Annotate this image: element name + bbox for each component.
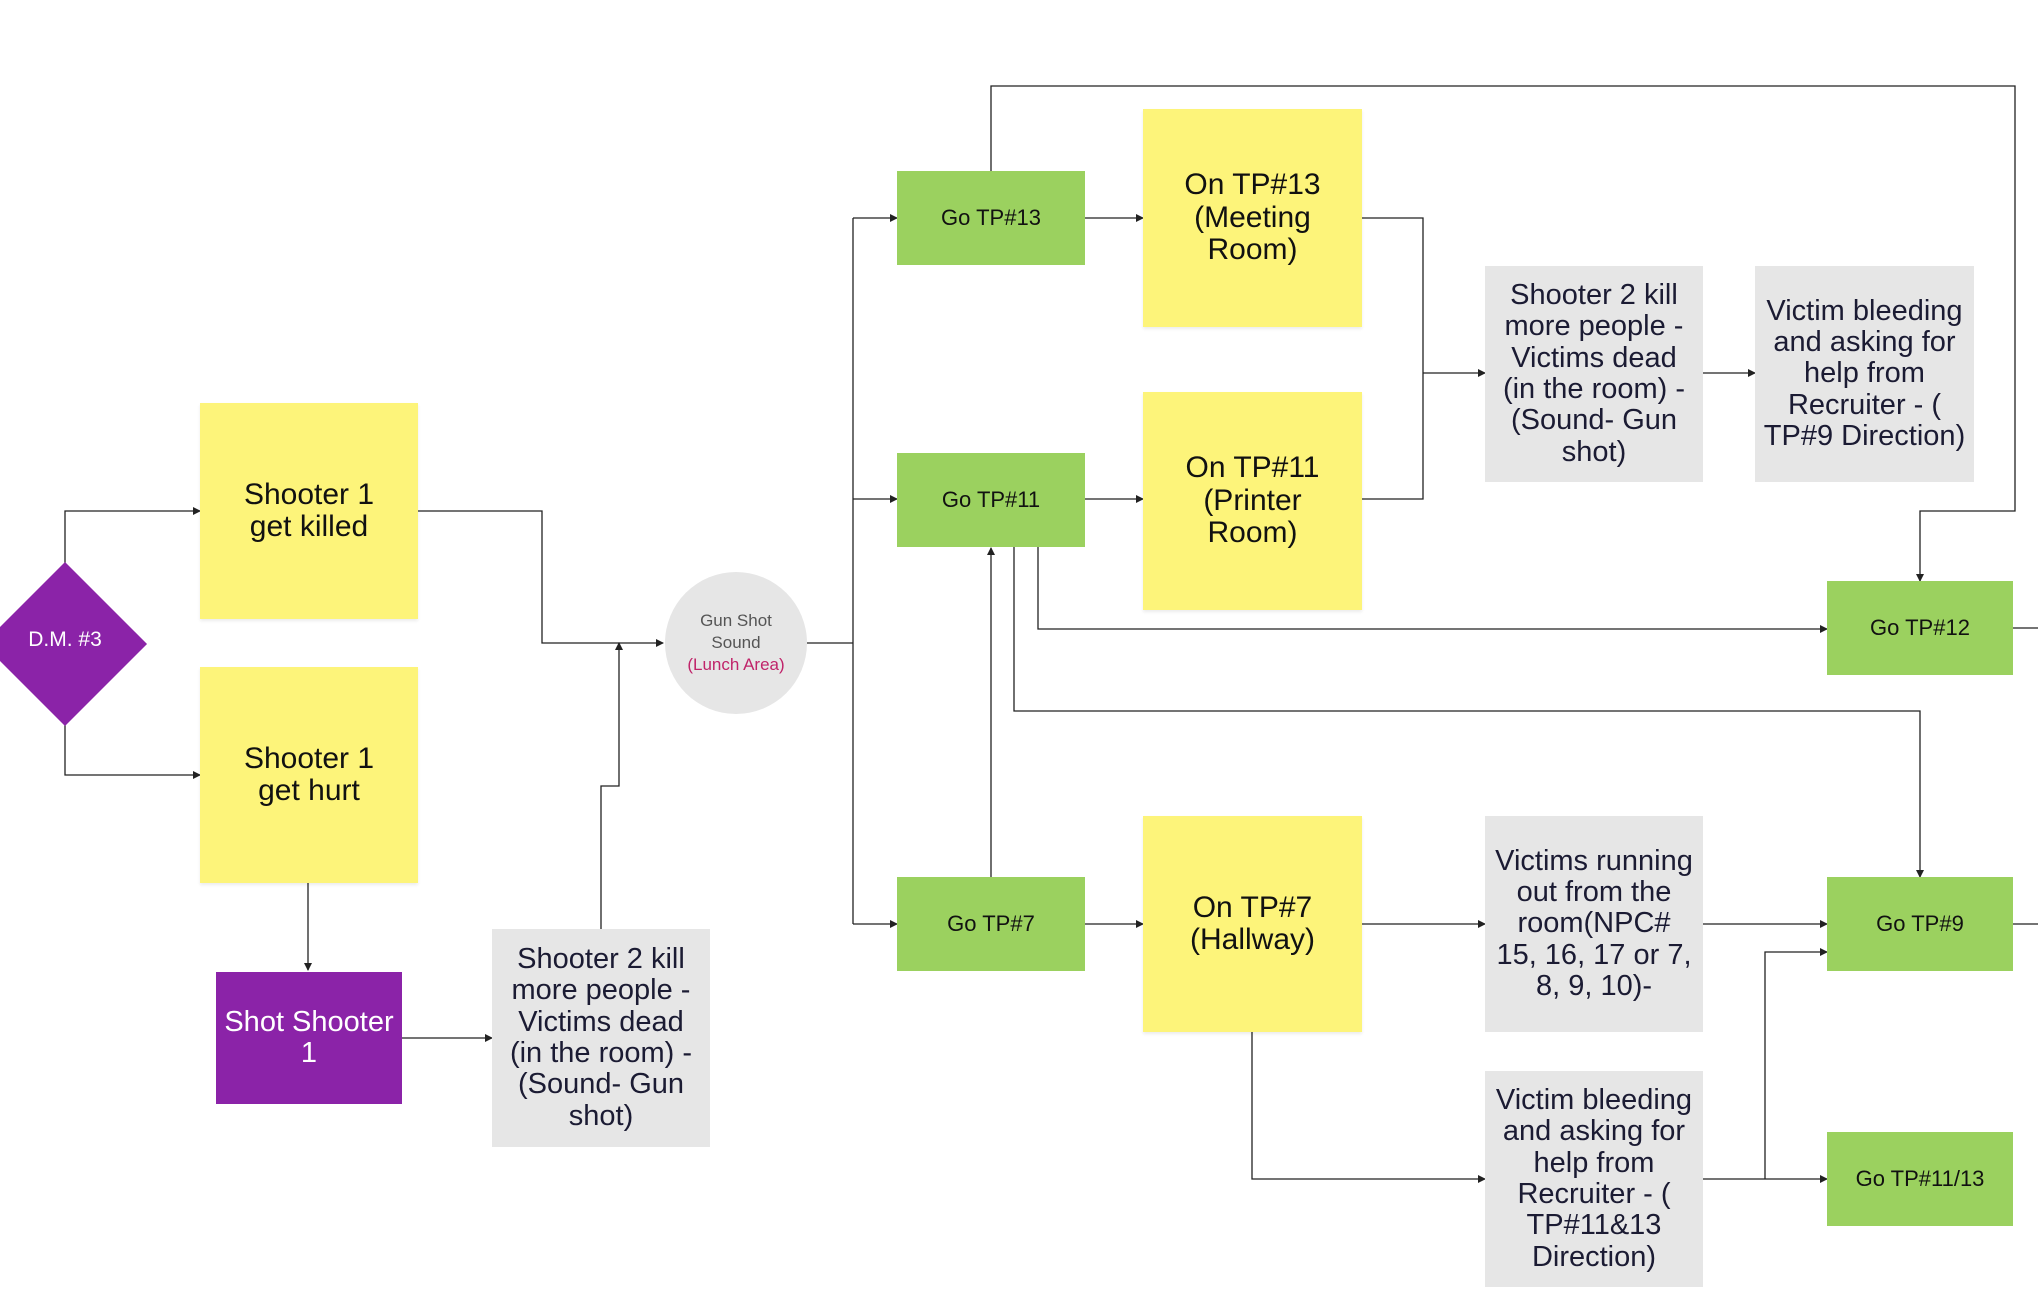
on-tp13-note[interactable]: On TP#13 (Meeting Room): [1143, 109, 1362, 327]
shooter1-hurt-note[interactable]: Shooter 1 get hurt: [200, 667, 418, 883]
box-text: Victim bleeding and asking for help from…: [1495, 1084, 1693, 1273]
go-tp7-box[interactable]: Go TP#7: [897, 877, 1085, 971]
edge-on7-to-bleeding2: [1251, 1032, 1486, 1183]
go-tp12-box[interactable]: Go TP#12: [1827, 581, 2013, 675]
edge-decision-to-hurt: [64, 725, 201, 779]
gunshot-location: (Lunch Area): [687, 655, 785, 675]
box-text: Go TP#9: [1876, 911, 1964, 937]
note-text: Shooter 1 get killed: [243, 477, 375, 543]
on-tp11-note[interactable]: On TP#11 (Printer Room): [1143, 392, 1362, 610]
box-text: Go TP#7: [947, 911, 1035, 937]
edge-on13-to-merge: [1362, 217, 1424, 500]
note-text: On TP#7 (Hallway): [1189, 890, 1315, 956]
edge-killed-to-gunshot: [418, 510, 664, 647]
note-text: Shooter 1 get hurt: [243, 741, 375, 807]
go-tp11-box[interactable]: Go TP#11: [897, 453, 1085, 547]
edge-tp11-to-tp9: [1013, 546, 1924, 878]
shooter2-kill-right-box[interactable]: Shooter 2 kill more people - Victims dea…: [1485, 266, 1703, 482]
box-text: Shooter 2 kill more people - Victims dea…: [1502, 279, 1686, 468]
edge-bleeding2-to-tp9: [1764, 948, 1828, 1179]
shot-shooter1-box[interactable]: Shot Shooter 1: [216, 972, 402, 1104]
box-text: Go TP#12: [1870, 615, 1970, 641]
victim-bleeding-tp9-box[interactable]: Victim bleeding and asking for help from…: [1755, 266, 1974, 482]
go-tp13-box[interactable]: Go TP#13: [897, 171, 1085, 265]
shooter2-kill-left-box[interactable]: Shooter 2 kill more people - Victims dea…: [492, 929, 710, 1147]
edge-shooter2-to-gunshot: [600, 642, 623, 929]
box-text: Victim bleeding and asking for help from…: [1763, 294, 1966, 452]
box-text: Shooter 2 kill more people - Victims dea…: [509, 943, 693, 1132]
box-text: Victims running out from the room(NPC# 1…: [1495, 844, 1693, 1002]
box-text: Shot Shooter 1: [224, 1005, 394, 1069]
shooter1-killed-note[interactable]: Shooter 1 get killed: [200, 403, 418, 619]
victim-bleeding-tp1113-box[interactable]: Victim bleeding and asking for help from…: [1485, 1071, 1703, 1287]
edge-decision-to-killed: [64, 507, 201, 563]
box-text: Go TP#13: [941, 205, 1041, 231]
gunshot-title: Gun Shot Sound: [700, 610, 772, 652]
note-text: On TP#13 (Meeting Room): [1184, 168, 1321, 267]
go-tp1113-box[interactable]: Go TP#11/13: [1827, 1132, 2013, 1226]
box-text: Go TP#11/13: [1855, 1166, 1985, 1192]
note-text: On TP#11 (Printer Room): [1185, 451, 1320, 550]
victims-running-box[interactable]: Victims running out from the room(NPC# 1…: [1485, 816, 1703, 1032]
edge-tp13-loop: [990, 85, 2016, 582]
decision-label: D.M. #3: [28, 628, 102, 651]
go-tp9-box[interactable]: Go TP#9: [1827, 877, 2013, 971]
on-tp7-note[interactable]: On TP#7 (Hallway): [1143, 816, 1362, 1032]
gunshot-sound-circle[interactable]: Gun Shot Sound (Lunch Area): [665, 572, 807, 714]
edge-tp11-to-tp12: [1037, 546, 1828, 633]
box-text: Go TP#11: [941, 487, 1041, 513]
